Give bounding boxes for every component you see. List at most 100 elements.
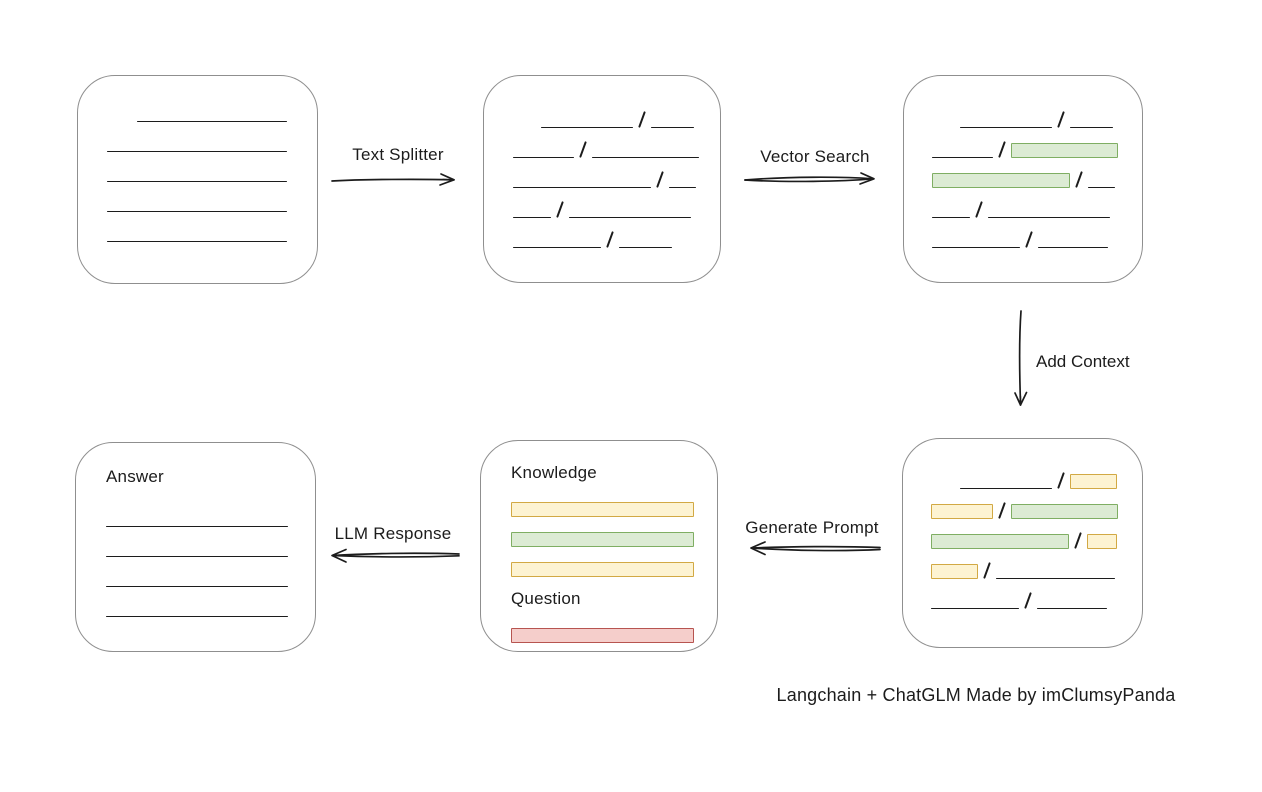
arrow-add-context [1014, 310, 1028, 406]
chunk-row [511, 547, 717, 577]
document-lines [78, 76, 317, 242]
chunk-separator-slash [556, 201, 564, 218]
vector-match-lines [904, 76, 1142, 248]
chunk-separator-slash [975, 201, 983, 218]
green-chunk-highlight [1011, 504, 1118, 519]
yellow-chunk-highlight [1087, 534, 1117, 549]
text-line [1037, 608, 1107, 609]
node-vector-matches [903, 75, 1143, 283]
text-line [106, 586, 288, 587]
chunk-row [932, 188, 1142, 218]
answer-lines [76, 489, 315, 617]
text-line [513, 247, 601, 248]
chunk-separator-slash [1075, 171, 1083, 188]
text-line [569, 217, 691, 218]
text-line [107, 151, 287, 152]
right-arrow-icon [744, 172, 875, 185]
chunk-row [106, 587, 315, 617]
chunk-row [106, 527, 315, 557]
chunk-separator-slash [656, 171, 664, 188]
generate-prompt-label: Generate Prompt [745, 518, 879, 537]
chunk-separator-slash [606, 231, 614, 248]
text-line [107, 241, 287, 242]
green-chunk-highlight [931, 534, 1069, 549]
text-line [932, 157, 993, 158]
text-line [1070, 127, 1113, 128]
arrow-vector-search: Vector Search [743, 146, 887, 192]
chunk-row [106, 557, 315, 587]
diagram-caption: Langchain + ChatGLM Made by imClumsyPand… [776, 685, 1176, 705]
node-source-document [77, 75, 318, 284]
left-arrow-icon [331, 548, 460, 563]
text-line [931, 608, 1019, 609]
node-prompt: Knowledge Question [480, 440, 718, 652]
chunk-row [107, 182, 317, 212]
arrow-generate-prompt: Generate Prompt [740, 517, 884, 561]
text-line [960, 488, 1052, 489]
text-line [1038, 247, 1108, 248]
text-line [106, 526, 288, 527]
chunk-row [511, 487, 717, 517]
split-chunk-lines [484, 76, 720, 248]
yellow-chunk-highlight [1070, 474, 1117, 489]
text-line [619, 247, 672, 248]
text-line [1088, 187, 1115, 188]
vector-search-label: Vector Search [760, 147, 870, 166]
chunk-row [931, 549, 1142, 579]
chunk-separator-slash [1024, 592, 1032, 609]
text-line [932, 247, 1020, 248]
question-label: Question [511, 589, 581, 608]
chunk-separator-slash [1057, 472, 1065, 489]
chunk-row [960, 98, 1142, 128]
chunk-separator-slash [638, 111, 646, 128]
node-context-chunks [902, 438, 1143, 648]
text-line [137, 121, 287, 122]
chunk-separator-slash [983, 562, 991, 579]
text-line [107, 211, 287, 212]
chunk-row [107, 122, 317, 152]
chunk-row [513, 128, 720, 158]
chunk-separator-slash [1074, 532, 1082, 549]
text-line [106, 556, 288, 557]
green-chunk-highlight [511, 532, 694, 547]
green-chunk-highlight [932, 173, 1070, 188]
text-line [669, 187, 696, 188]
chunk-separator-slash [998, 141, 1006, 158]
knowledge-bars [481, 485, 717, 577]
chunk-row [513, 188, 720, 218]
chunk-row [931, 489, 1142, 519]
chunk-row [931, 519, 1142, 549]
chunk-row [106, 497, 315, 527]
arrow-llm-response: LLM Response [323, 523, 463, 567]
answer-label: Answer [106, 467, 164, 486]
yellow-chunk-highlight [931, 504, 993, 519]
text-line [541, 127, 633, 128]
yellow-chunk-highlight [511, 502, 694, 517]
chunk-row [932, 158, 1142, 188]
chunk-row [960, 459, 1142, 489]
yellow-chunk-highlight [511, 562, 694, 577]
chunk-row [932, 218, 1142, 248]
text-line [107, 181, 287, 182]
text-line [988, 217, 1110, 218]
text-line [106, 616, 288, 617]
text-line [513, 187, 651, 188]
chunk-separator-slash [579, 141, 587, 158]
chunk-row [931, 579, 1142, 609]
text-line [651, 127, 694, 128]
chunk-row [107, 152, 317, 182]
text-line [513, 157, 574, 158]
chunk-row [513, 158, 720, 188]
text-line [513, 217, 551, 218]
arrow-text-splitter: Text Splitter [330, 144, 466, 190]
text-line [592, 157, 699, 158]
llm-response-label: LLM Response [334, 524, 452, 543]
red-chunk-highlight [511, 628, 694, 643]
chunk-separator-slash [1025, 231, 1033, 248]
chunk-row [513, 218, 720, 248]
chunk-row [137, 92, 317, 122]
question-bar [481, 611, 717, 643]
text-line [960, 127, 1052, 128]
chunk-separator-slash [1057, 111, 1065, 128]
